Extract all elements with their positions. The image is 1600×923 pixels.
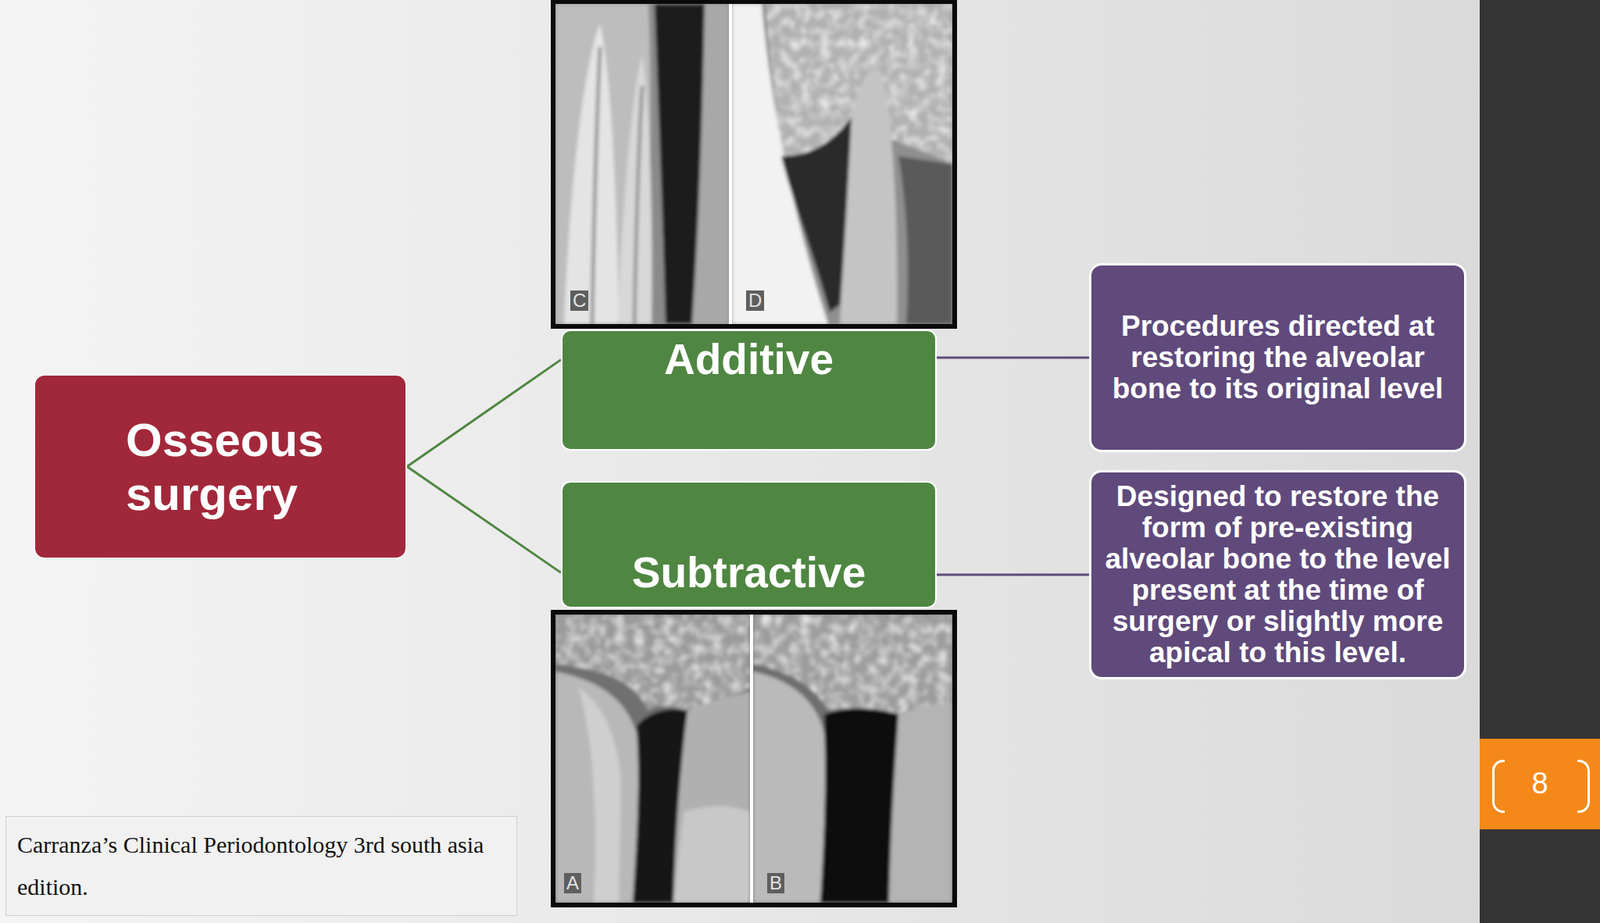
connector [407, 467, 561, 574]
radiograph-c [555, 3, 729, 325]
node-text: Procedures directed at restoring the alv… [1100, 310, 1455, 405]
root [564, 23, 619, 325]
panel-letter: D [746, 290, 765, 311]
radiograph-b [753, 614, 953, 904]
dark-strip [1479, 0, 1600, 923]
panel-letter: C [570, 290, 589, 311]
image-divider [728, 3, 733, 325]
citation-box: Carranza’s Clinical Periodontology 3rd s… [5, 816, 518, 917]
panel-letter: A [564, 873, 582, 894]
image-divider [750, 614, 754, 904]
tooth [692, 3, 729, 325]
connector [936, 574, 1090, 577]
root-box: Osseous surgery [33, 374, 408, 560]
tooth [555, 671, 639, 904]
crown [673, 807, 750, 904]
tooth [673, 691, 750, 904]
connector [407, 360, 561, 468]
periodontal-space [898, 156, 953, 325]
page-number: 8 [1479, 739, 1600, 830]
root [578, 687, 622, 904]
root-canal [592, 46, 600, 325]
node-text: 8 [1531, 766, 1548, 803]
film [555, 3, 729, 325]
node-text: Additive [664, 335, 834, 385]
connector [936, 356, 1090, 359]
bone-defect [781, 117, 852, 313]
node-text: Osseous surgery [125, 413, 383, 522]
root [839, 69, 897, 325]
film [555, 614, 750, 904]
film [732, 3, 953, 325]
panel-letter: B [767, 873, 785, 894]
tooth [889, 703, 953, 904]
image-frame [550, 0, 958, 329]
node-text: Designed to restore the form of pre-exis… [1100, 481, 1455, 669]
root [617, 54, 653, 325]
radiograph-a [555, 614, 750, 904]
image-frame [550, 610, 958, 908]
bone-defect [820, 709, 899, 904]
definition-box: Procedures directed at restoring the alv… [1089, 263, 1467, 453]
node-text: Carranza’s Clinical Periodontology 3rd s… [17, 824, 508, 909]
node-text: Subtractive [632, 548, 867, 598]
definition-box: Designed to restore the form of pre-exis… [1089, 470, 1467, 680]
tooth [753, 671, 825, 904]
radiograph-d [732, 3, 953, 325]
branch-box: Subtractive [560, 481, 937, 609]
film [753, 614, 953, 904]
branch-box: Additive [560, 329, 937, 451]
root-canal [634, 85, 643, 325]
